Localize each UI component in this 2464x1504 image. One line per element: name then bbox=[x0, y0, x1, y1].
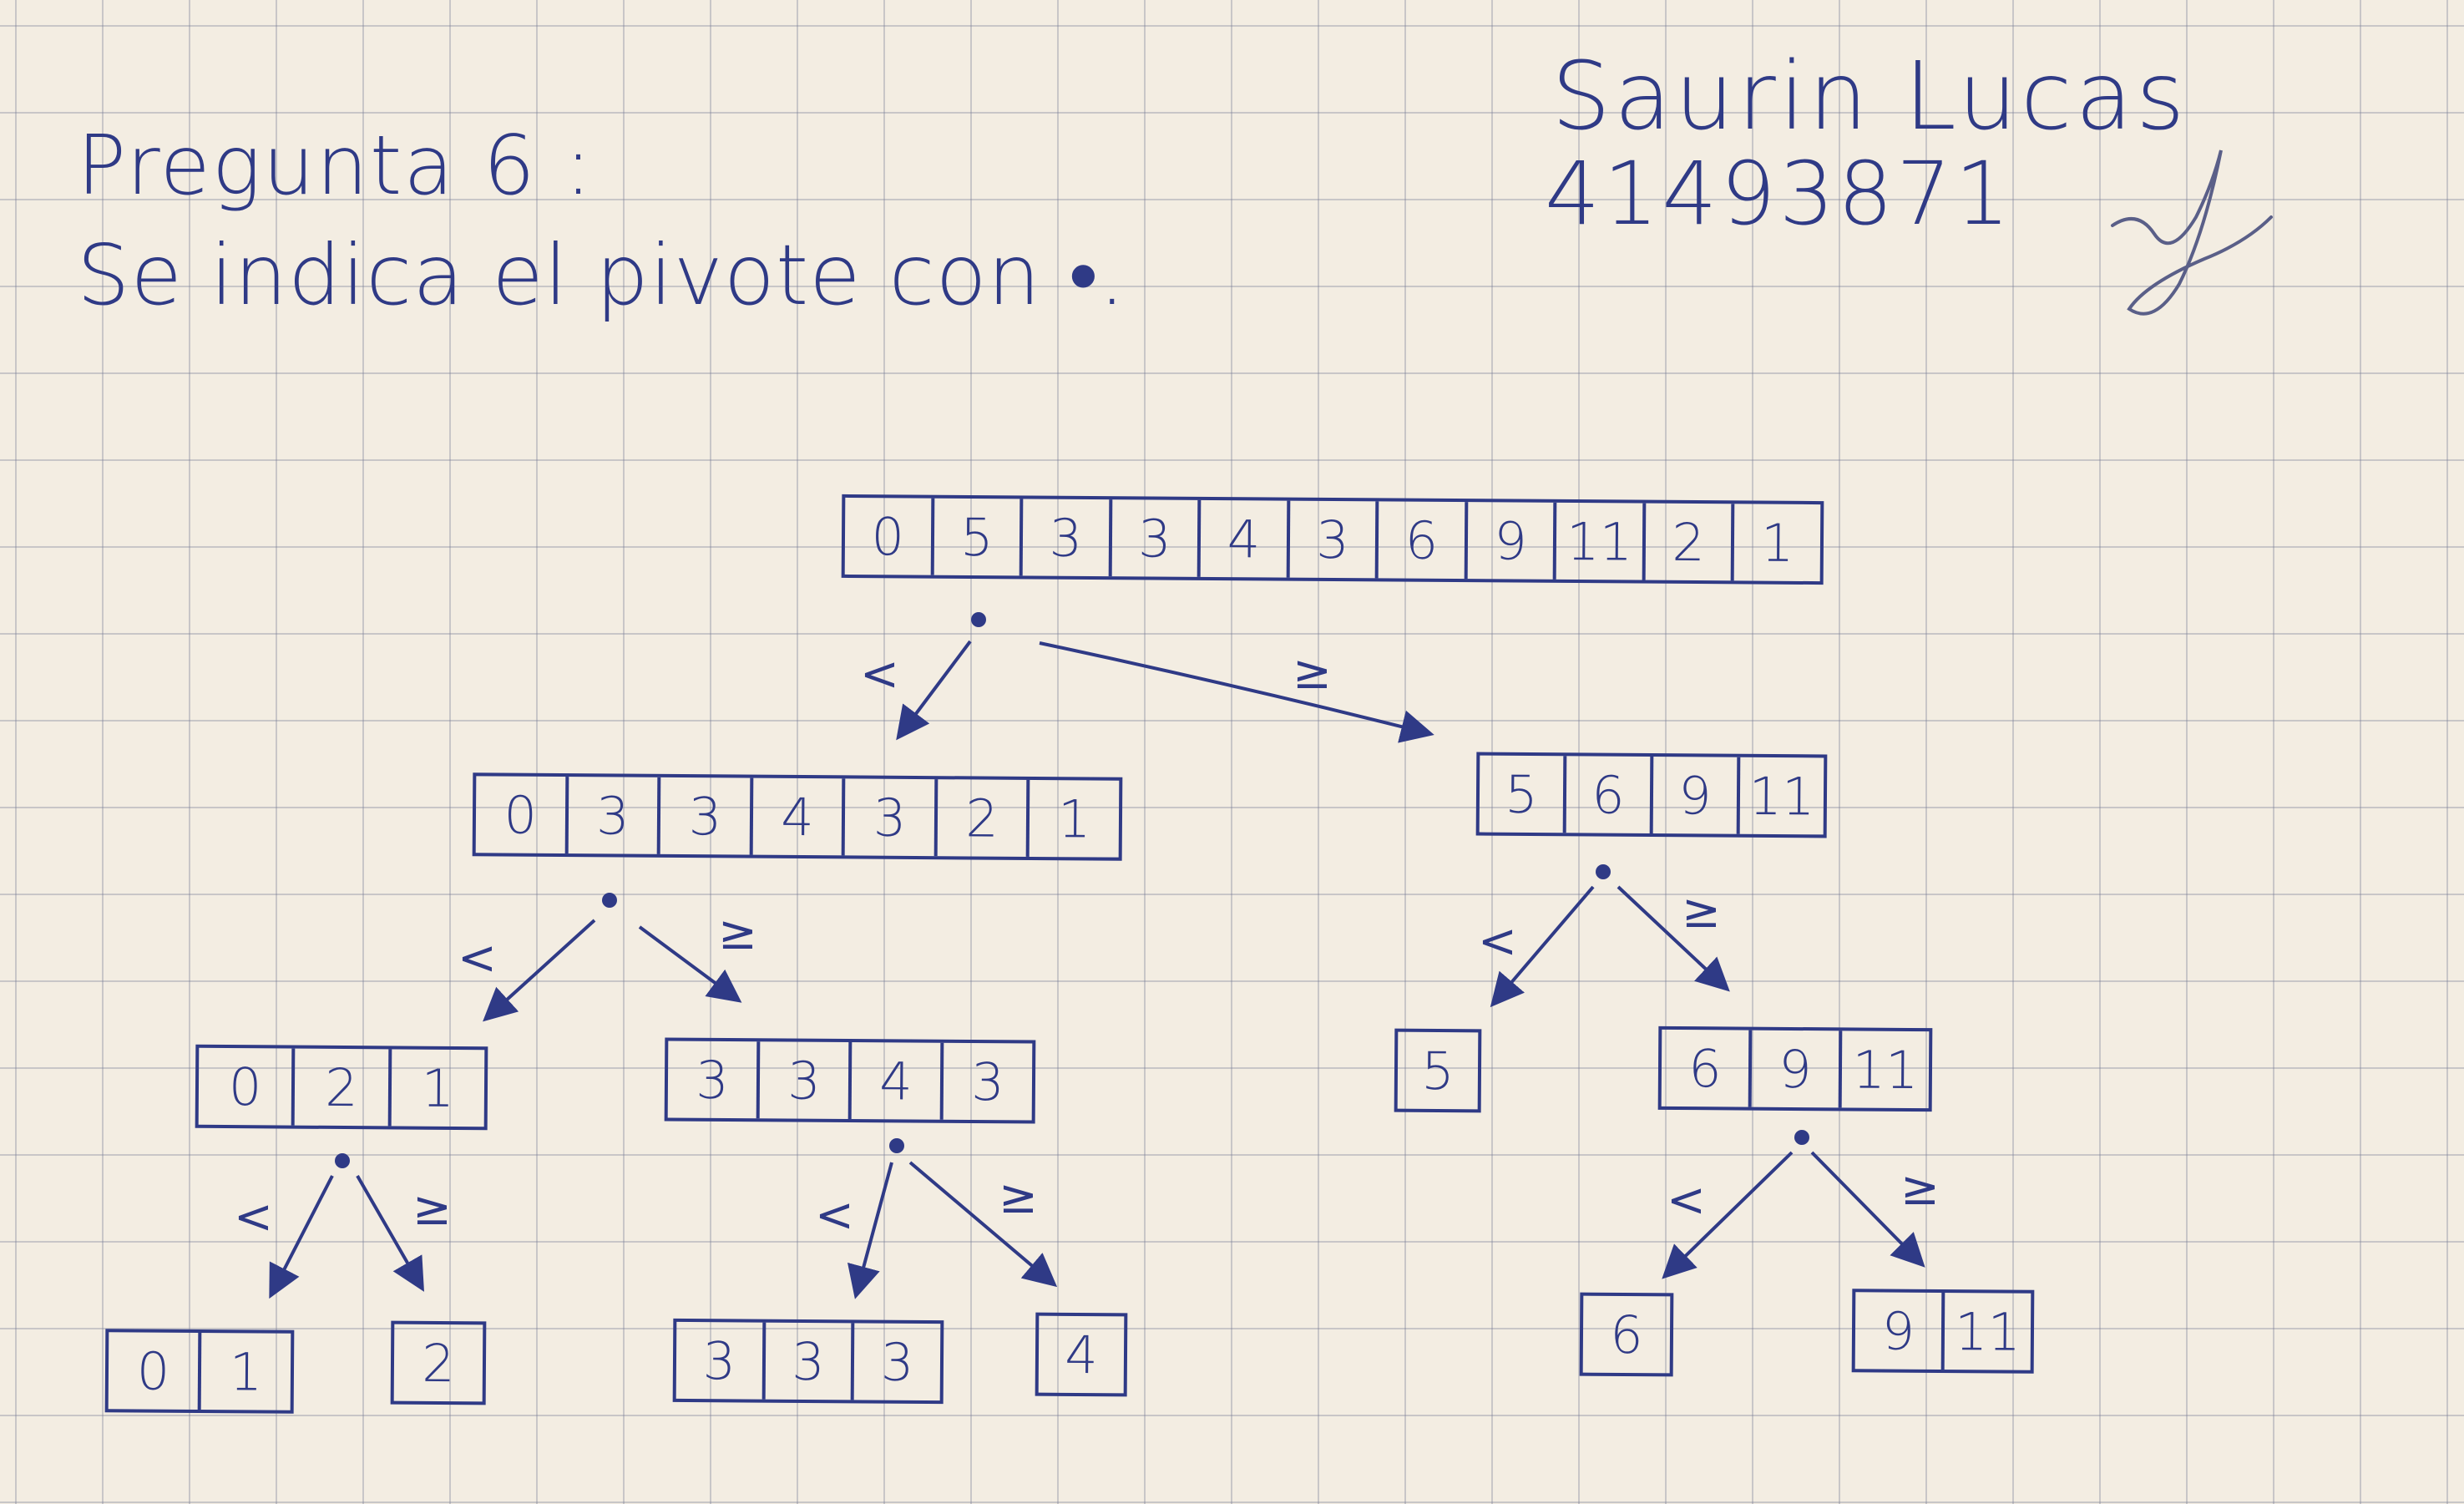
array-cell: 0 bbox=[475, 776, 569, 854]
array-cell: 3 bbox=[675, 1321, 766, 1400]
array-level2-c: 5 bbox=[1394, 1028, 1482, 1113]
array-cell: 5 bbox=[1421, 1040, 1455, 1101]
array-cell: 6 bbox=[1378, 501, 1469, 580]
arrow-less bbox=[896, 640, 972, 741]
array-cell: 6 bbox=[1661, 1029, 1753, 1107]
array-cell: 6 bbox=[1566, 756, 1654, 834]
array-cell: 1 bbox=[229, 1340, 263, 1403]
array-cell: 2 bbox=[422, 1332, 455, 1394]
array-cell: 9 bbox=[1854, 1292, 1945, 1370]
array-cell: 11 bbox=[1852, 1038, 1919, 1101]
array-cell: 4 bbox=[851, 1042, 944, 1120]
array-cell: 4 bbox=[752, 777, 846, 856]
pivot-note: Se indica el pivote con •. bbox=[77, 226, 1126, 324]
array-cell: 4 bbox=[1065, 1324, 1098, 1385]
student-id: 41493871 bbox=[1545, 143, 2014, 245]
array-cell: 4 bbox=[1200, 499, 1291, 578]
label-greater-equal: ≥ bbox=[412, 1182, 452, 1236]
pivot-dot bbox=[1794, 1130, 1809, 1145]
array-level3-e: 6 bbox=[1579, 1292, 1674, 1377]
array-cell: 9 bbox=[1751, 1030, 1843, 1108]
array-cell: 0 bbox=[844, 497, 934, 575]
arrow-less bbox=[847, 1162, 893, 1299]
array-cell: 9 bbox=[1467, 502, 1557, 580]
label-greater-equal: ≥ bbox=[999, 1170, 1038, 1224]
label-greater-equal: ≥ bbox=[1682, 884, 1721, 939]
array-cell: 2 bbox=[937, 779, 1030, 857]
pivot-dot bbox=[335, 1153, 350, 1168]
signature-mark bbox=[2111, 149, 2273, 316]
array-cell: 6 bbox=[1610, 1304, 1643, 1365]
array-cell: 3 bbox=[667, 1041, 761, 1119]
array-level3-b: 2 bbox=[390, 1320, 487, 1405]
array-cell: 11 bbox=[1556, 502, 1647, 580]
pivot-dot bbox=[889, 1138, 904, 1153]
label-less: < bbox=[1667, 1173, 1706, 1228]
array-cell: 11 bbox=[1748, 765, 1815, 827]
array-cell: 2 bbox=[295, 1048, 392, 1127]
array-cell: 3 bbox=[765, 1322, 855, 1400]
arrow-less bbox=[483, 919, 596, 1022]
array-cell: 3 bbox=[1022, 499, 1112, 577]
array-cell: 1 bbox=[1760, 512, 1794, 574]
arrow-less bbox=[269, 1175, 334, 1299]
pivot-dot bbox=[602, 893, 617, 908]
label-greater-equal: ≥ bbox=[1900, 1162, 1940, 1216]
array-cell: 1 bbox=[1057, 787, 1091, 849]
label-less: < bbox=[234, 1190, 273, 1244]
array-cell: 3 bbox=[660, 777, 754, 855]
label-less: < bbox=[860, 647, 899, 701]
arrow-greater-equal bbox=[356, 1175, 424, 1292]
array-cell: 3 bbox=[1111, 499, 1202, 577]
label-less: < bbox=[458, 931, 497, 985]
array-cell: 3 bbox=[971, 1051, 1004, 1112]
student-name: Saurin Lucas bbox=[1551, 43, 2188, 151]
array-cell: 5 bbox=[1479, 755, 1567, 833]
array-level3-d: 4 bbox=[1035, 1312, 1128, 1397]
array-cell: 9 bbox=[1652, 757, 1741, 834]
array-cell: 5 bbox=[933, 498, 1024, 576]
arrow-greater-equal bbox=[1039, 641, 1434, 743]
label-greater-equal: ≥ bbox=[718, 906, 757, 960]
array-cell: 3 bbox=[759, 1041, 853, 1120]
array-cell: 3 bbox=[880, 1331, 914, 1393]
question-title: Pregunta 6 : bbox=[77, 119, 594, 214]
array-cell: 0 bbox=[108, 1332, 202, 1410]
label-less: < bbox=[1478, 914, 1517, 969]
pivot-dot bbox=[971, 612, 986, 627]
array-cell: 3 bbox=[844, 778, 939, 857]
array-cell: 11 bbox=[1954, 1300, 2021, 1363]
array-cell: 2 bbox=[1645, 503, 1735, 581]
array-cell: 3 bbox=[1289, 500, 1379, 579]
array-cell: 3 bbox=[568, 777, 661, 854]
label-less: < bbox=[815, 1188, 854, 1243]
pivot-dot bbox=[1596, 864, 1611, 879]
label-greater-equal: ≥ bbox=[1293, 646, 1332, 700]
array-cell: 1 bbox=[421, 1057, 455, 1119]
array-cell: 0 bbox=[198, 1047, 296, 1126]
